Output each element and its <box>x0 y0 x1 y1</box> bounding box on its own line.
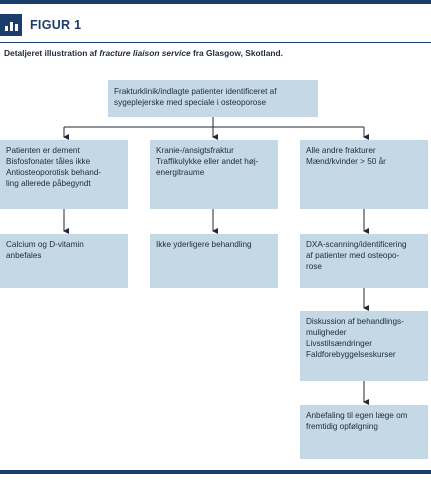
caption-prefix: Detaljeret illustration af <box>4 48 100 58</box>
left-node-2: Calcium og D-vitamin anbefales <box>0 234 128 288</box>
figure-caption: Detaljeret illustration af fracture liai… <box>4 48 428 58</box>
right-node-3: Diskussion af behandlings- muligheder Li… <box>300 311 428 381</box>
figure-label: FIGUR 1 <box>0 12 81 38</box>
top-rule <box>0 0 431 4</box>
mid-node-2: Ikke yderligere behandling <box>150 234 278 288</box>
caption-italic: fracture liaison service <box>99 48 191 58</box>
right-node-2: DXA-scanning/identificering af patienter… <box>300 234 428 288</box>
title-divider <box>0 42 431 43</box>
left-node-1: Patienten er dement Bisfosfonater tåles … <box>0 140 128 209</box>
mid-node-1: Kranie-/ansigtsfraktur Traffikulykke ell… <box>150 140 278 209</box>
bar-chart-icon <box>0 14 22 36</box>
right-node-4: Anbefaling til egen læge om fremtidig op… <box>300 405 428 459</box>
root-node: Frakturklinik/indlagte patienter identif… <box>108 80 318 117</box>
caption-suffix: fra Glasgow, Skotland. <box>190 48 283 58</box>
right-node-1: Alle andre frakturer Mænd/kvinder > 50 å… <box>300 140 428 209</box>
figure-title: FIGUR 1 <box>30 18 82 32</box>
bottom-rule <box>0 470 431 474</box>
